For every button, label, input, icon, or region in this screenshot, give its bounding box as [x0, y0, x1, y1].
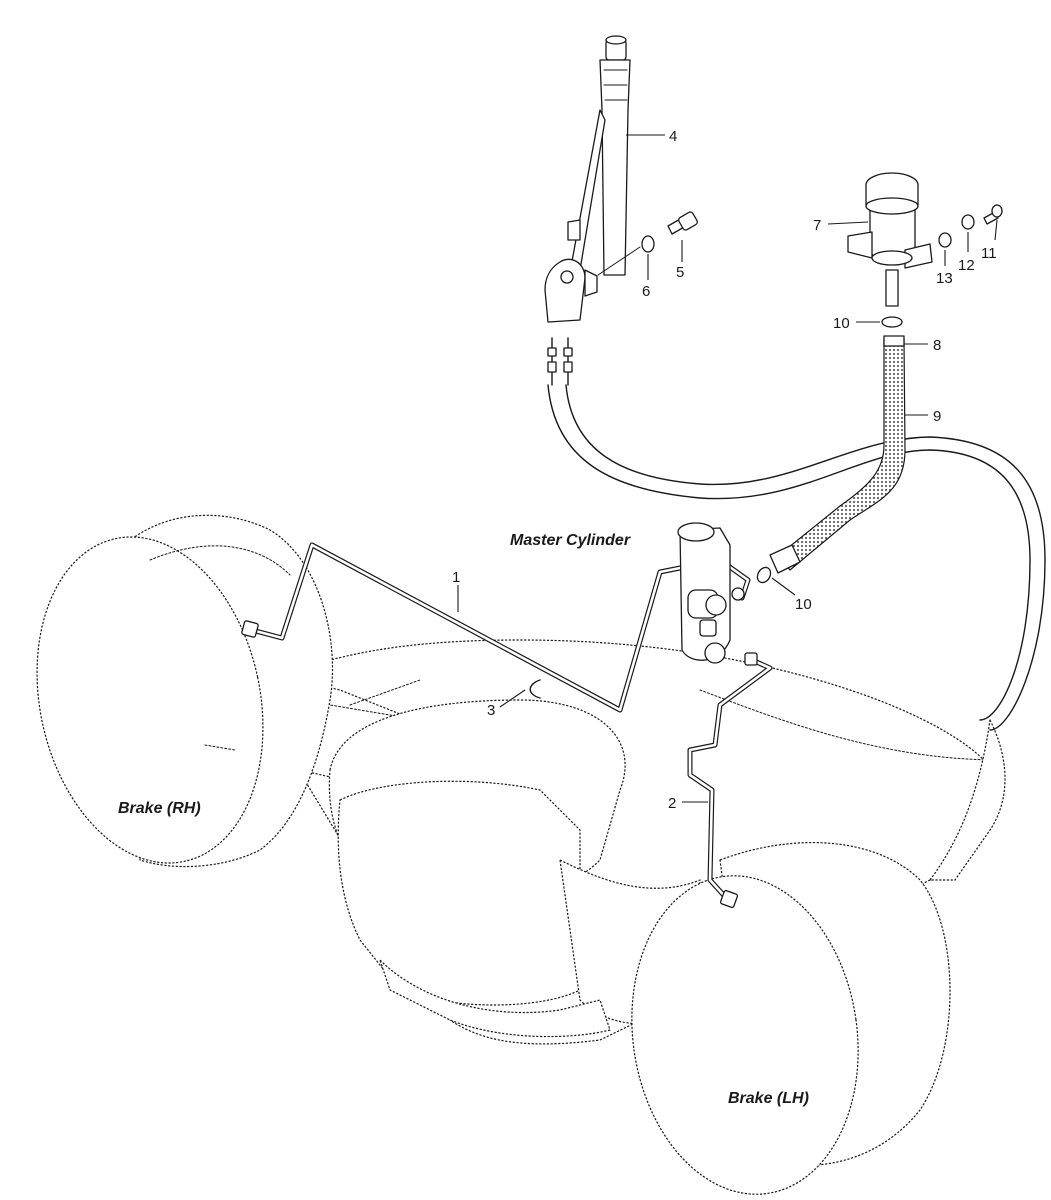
brake-rh-label: Brake (RH): [118, 800, 201, 817]
master-cylinder: [677, 522, 745, 664]
callout-11: 11: [981, 245, 997, 262]
callout-13: 13: [936, 270, 953, 287]
washer-13: [938, 232, 952, 248]
callout-7: 7: [813, 217, 821, 234]
brake-pedal-lever: [544, 35, 631, 323]
washer-10-bottom: [756, 566, 772, 584]
callout-1: 1: [452, 569, 460, 586]
callout-12: 12: [958, 257, 975, 274]
callout-6: 6: [642, 283, 650, 300]
reservoir-hose: [769, 335, 906, 574]
screw-11: [983, 204, 1003, 225]
brake-pipe-1: [241, 542, 751, 713]
pipe-clip-3: [529, 679, 541, 699]
callout-8: 8: [933, 337, 941, 354]
washer-6: [641, 235, 655, 253]
brake-drum-lh: [631, 841, 951, 1195]
washer-10-top: [881, 316, 903, 328]
leader-lines: [457, 134, 998, 803]
callout-2: 2: [668, 795, 676, 812]
callout-5: 5: [676, 264, 684, 281]
callout-10-top: 10: [833, 315, 850, 332]
bolt-line-6: [597, 246, 641, 276]
axle-housing: [229, 639, 1006, 1045]
master-cylinder-label: Master Cylinder: [510, 532, 631, 549]
brake-pipe-2: [687, 652, 773, 909]
callout-4: 4: [669, 128, 677, 145]
fluid-reservoir: [847, 172, 933, 307]
callout-9: 9: [933, 408, 941, 425]
brake-lh-label: Brake (LH): [728, 1090, 809, 1107]
pedal-hose-fittings: [547, 337, 573, 386]
callout-10-bottom: 10: [795, 596, 812, 613]
flexible-return-hose: [547, 384, 1046, 731]
bolt-5: [667, 211, 698, 235]
brake-drum-rh: [36, 514, 334, 868]
callout-3: 3: [487, 702, 495, 719]
washer-12: [961, 214, 975, 230]
